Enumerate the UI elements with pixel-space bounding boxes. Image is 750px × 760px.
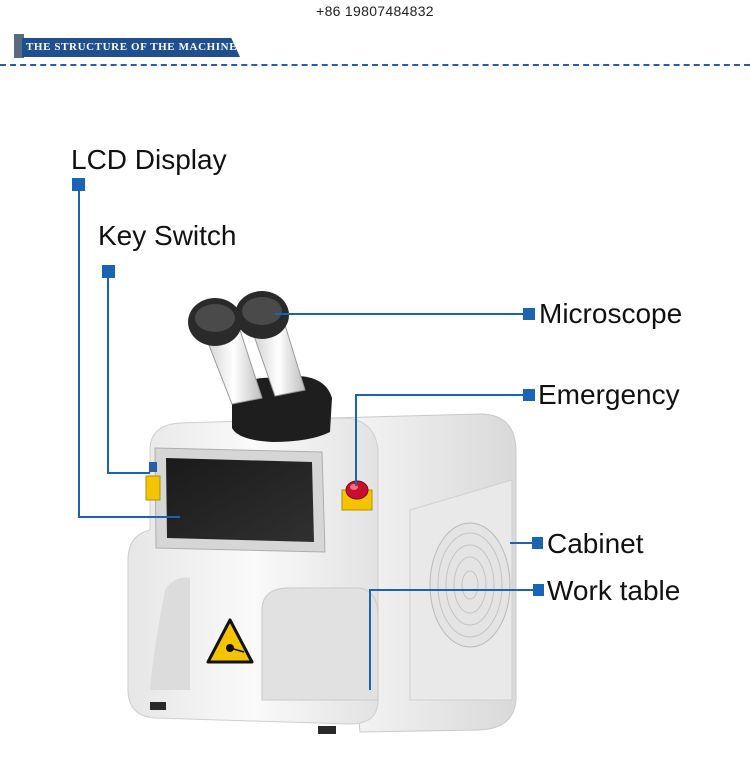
marker-microscope (523, 308, 535, 320)
machine-feet (150, 702, 336, 734)
label-emergency: Emergency (538, 379, 680, 410)
label-microscope: Microscope (539, 298, 683, 329)
emergency-button (341, 480, 373, 511)
callout-line-key-switch (107, 274, 150, 474)
microscope (188, 291, 332, 442)
banner-bar (22, 38, 240, 57)
laser-warning-icon (206, 618, 254, 664)
lcd-display (154, 447, 326, 553)
label-cabinet: Cabinet (547, 528, 644, 559)
label-lcd-display: LCD Display (71, 144, 227, 175)
marker-lcd (72, 178, 85, 191)
key-switch (145, 462, 161, 501)
callout-line-work-table (369, 589, 533, 690)
marker-cabinet (532, 537, 543, 549)
section-banner: THE STRUCTURE OF THE MACHINE (14, 14, 242, 58)
marker-emergency (523, 389, 535, 401)
marker-work-table (533, 584, 544, 596)
work-table-opening (150, 577, 379, 701)
fan-grille (429, 522, 511, 648)
dashed-divider (0, 64, 750, 66)
banner-title: THE STRUCTURE OF THE MACHINE (26, 41, 238, 53)
marker-key-switch (102, 265, 115, 278)
phone-number: +86 19807484832 (316, 3, 434, 19)
callout-line-lcd (78, 189, 180, 518)
banner-cap (14, 34, 24, 58)
label-work-table: Work table (547, 575, 681, 606)
label-key-switch: Key Switch (98, 220, 237, 251)
callout-line-emergency (355, 394, 523, 486)
